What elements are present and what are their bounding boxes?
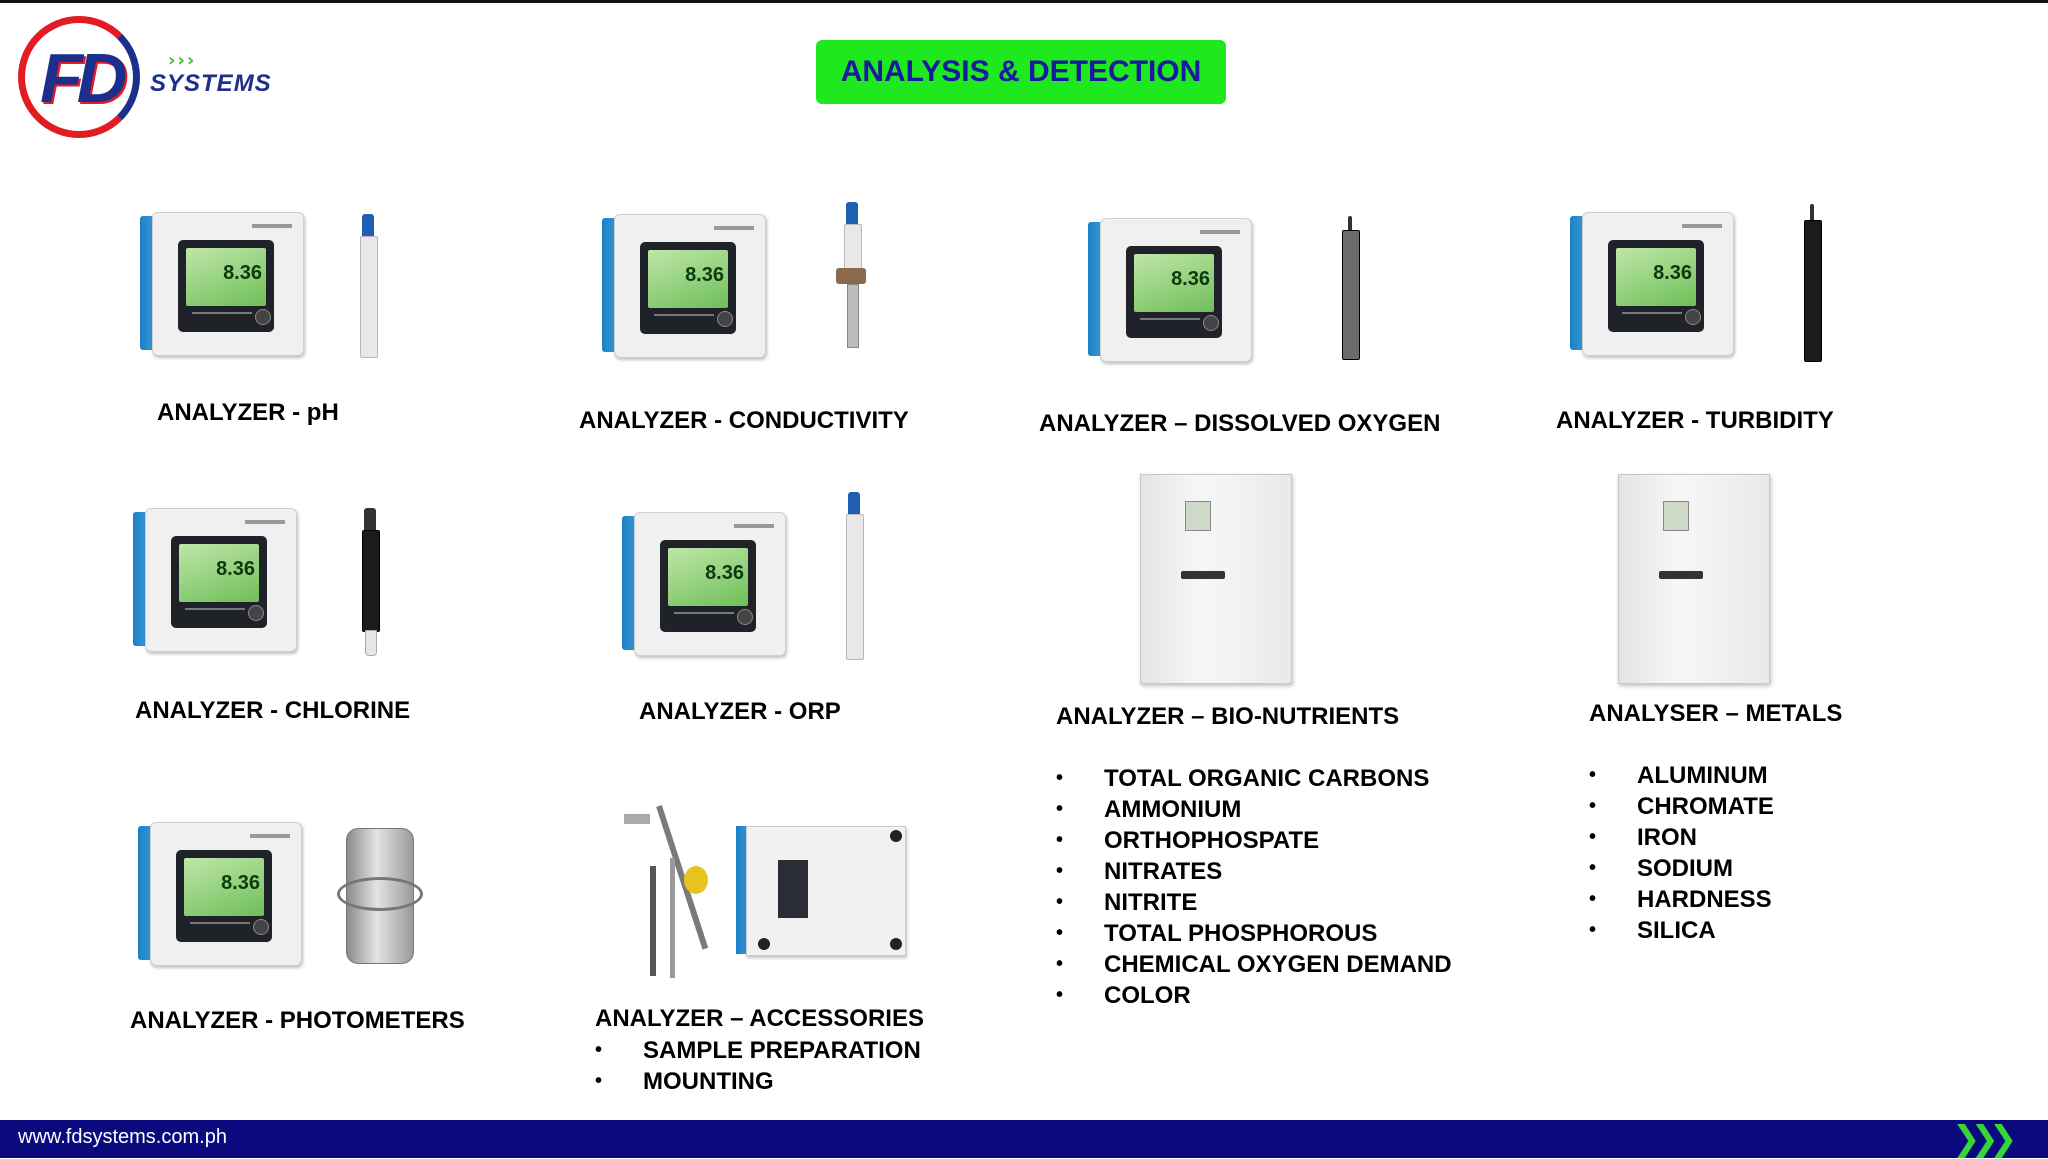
analyzer-orp-label: ANALYZER - ORP [639, 698, 841, 725]
list-item: CHEMICAL OXYGEN DEMAND [1056, 949, 1452, 980]
top-border [0, 0, 2048, 3]
accessories-list: SAMPLE PREPARATION MOUNTING [595, 1035, 921, 1097]
list-item: ORTHOPHOSPATE [1056, 825, 1452, 856]
bio-nutrients-list: TOTAL ORGANIC CARBONS AMMONIUM ORTHOPHOS… [1056, 763, 1452, 1011]
page-title: ANALYSIS & DETECTION [816, 40, 1226, 104]
orp-sensor-image [846, 492, 864, 662]
list-item: HARDNESS [1589, 884, 1774, 915]
analyzer-ph-label: ANALYZER - pH [157, 399, 339, 426]
analyzer-chlorine-label: ANALYZER - CHLORINE [135, 697, 411, 724]
footer-bar [0, 1120, 2048, 1158]
list-item: AMMONIUM [1056, 794, 1452, 825]
list-item: SODIUM [1589, 853, 1774, 884]
bio-nutrients-analyzer-image [1140, 474, 1292, 684]
analyzer-accessories-label: ANALYZER – ACCESSORIES [595, 1005, 924, 1032]
list-item: IRON [1589, 822, 1774, 853]
controller-image: 8.36 [1570, 212, 1734, 356]
list-item: SILICA [1589, 915, 1774, 946]
logo-mark: FD [40, 39, 127, 117]
controller-image: 8.36 [138, 822, 302, 966]
list-item: NITRITE [1056, 887, 1452, 918]
logo-arrows-icon: ››› [168, 50, 197, 71]
chlorine-sensor-image [362, 508, 380, 656]
display-reading: 8.36 [221, 872, 260, 894]
analyzer-bio-nutrients-label: ANALYZER – BIO-NUTRIENTS [1056, 703, 1400, 730]
conductivity-sensor-image [836, 202, 866, 348]
mounting-enclosure-image [736, 826, 906, 956]
display-reading: 8.36 [1653, 262, 1692, 284]
footer-url-link[interactable]: www.fdsystems.com.ph [18, 1126, 227, 1148]
controller-image: 8.36 [1088, 218, 1252, 362]
logo-wordmark: SYSTEMS [150, 70, 272, 97]
controller-image: 8.36 [133, 508, 297, 652]
analyser-metals-label: ANALYSER – METALS [1589, 700, 1843, 727]
list-item: MOUNTING [595, 1066, 921, 1097]
logo-ring-icon [18, 16, 140, 138]
ph-sensor-image [360, 214, 378, 358]
display-reading: 8.36 [685, 264, 724, 286]
controller-image: 8.36 [602, 214, 766, 358]
list-item: CHROMATE [1589, 791, 1774, 822]
list-item: TOTAL ORGANIC CARBONS [1056, 763, 1452, 794]
display-reading: 8.36 [223, 262, 262, 284]
display-reading: 8.36 [216, 558, 255, 580]
controller-image: 8.36 [622, 512, 786, 656]
analyzer-photometers-label: ANALYZER - PHOTOMETERS [130, 1007, 465, 1034]
analyzer-conductivity-label: ANALYZER - CONDUCTIVITY [579, 407, 909, 434]
turbidity-sensor-image [1804, 204, 1822, 362]
display-reading: 8.36 [705, 562, 744, 584]
list-item: SAMPLE PREPARATION [595, 1035, 921, 1066]
analyzer-dissolved-oxygen-label: ANALYZER – DISSOLVED OXYGEN [1039, 410, 1441, 437]
display-reading: 8.36 [1171, 268, 1210, 290]
list-item: ALUMINUM [1589, 760, 1774, 791]
company-logo: FD ››› SYSTEMS [18, 16, 298, 146]
photometer-flow-cell-image [337, 828, 423, 964]
oxygen-sensor-image [1342, 216, 1360, 360]
chevrons-icon: ❯❯❯ [1952, 1119, 2018, 1159]
list-item: NITRATES [1056, 856, 1452, 887]
sample-preparation-accessory-image [620, 796, 720, 986]
metals-analyzer-image [1618, 474, 1770, 684]
analyzer-turbidity-label: ANALYZER - TURBIDITY [1556, 407, 1834, 434]
list-item: COLOR [1056, 980, 1452, 1011]
metals-list: ALUMINUM CHROMATE IRON SODIUM HARDNESS S… [1589, 760, 1774, 946]
controller-image: 8.36 [140, 212, 304, 356]
list-item: TOTAL PHOSPHOROUS [1056, 918, 1452, 949]
